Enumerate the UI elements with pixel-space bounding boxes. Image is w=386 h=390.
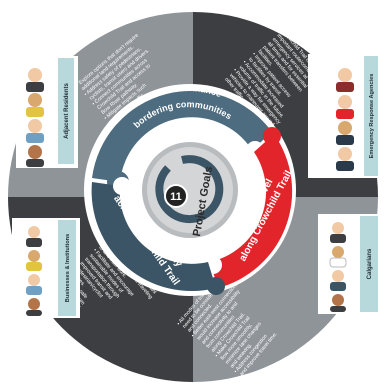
stakeholder-calgarians-label: Calgarians: [367, 248, 373, 279]
stakeholder-businesses-label: Businesses & Institutions: [65, 234, 71, 302]
people-icon-group-adjacent: [26, 68, 44, 167]
people-icon-group-emergency: [336, 68, 354, 171]
stakeholder-calgarians: Calgarians: [318, 214, 380, 314]
goal-ring: [84, 84, 296, 296]
stakeholder-adjacent-label: Adjacent Residents: [64, 82, 70, 138]
stakeholder-emergency-label: Emergency Response Agencies: [369, 74, 375, 159]
people-icon-group-calgarians: [329, 222, 347, 312]
goal-segment-maintain: [92, 90, 272, 182]
center-number: 11: [170, 191, 182, 203]
stakeholder-adjacent-residents: Adjacent Residents: [16, 56, 78, 168]
stakeholder-emergency: Emergency Response Agencies: [308, 54, 378, 178]
people-icon-group-businesses: [26, 226, 42, 316]
goal-segment-travel-along: [210, 134, 293, 288]
goal-segment-mobility-across: [91, 182, 216, 292]
stakeholder-businesses: Businesses & Institutions: [12, 218, 80, 318]
